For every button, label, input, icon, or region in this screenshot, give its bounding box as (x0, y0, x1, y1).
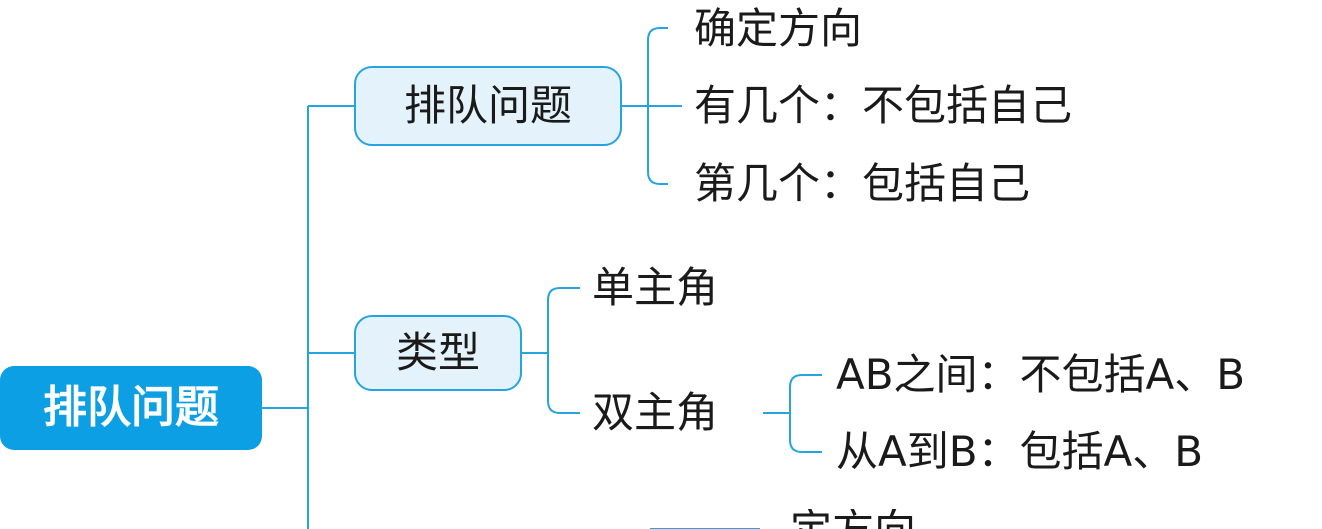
leaf-cut-off: 定方向 (790, 509, 916, 529)
branch-types-node[interactable]: 类型 (354, 315, 522, 391)
leaf-from-a-to-b: 从A到B：包括A、B (836, 427, 1204, 476)
root-node[interactable]: 排队问题 (0, 366, 262, 450)
leaf-direction: 确定方向 (694, 4, 863, 53)
leaf-double-protagonist: 双主角 (592, 388, 719, 437)
leaf-how-many: 有几个：不包括自己 (694, 81, 1073, 130)
connector-types-bracket (547, 287, 580, 414)
leaf-between-ab: AB之间：不包括A、B (836, 350, 1246, 399)
leaf-which-position: 第几个：包括自己 (694, 159, 1031, 208)
root-node-label: 排队问题 (43, 382, 219, 433)
branch-types-label: 类型 (395, 328, 480, 377)
connector-double-bracket (789, 374, 822, 453)
branch-queue-label: 排队问题 (403, 81, 572, 130)
leaf-single-protagonist: 单主角 (592, 263, 719, 312)
branch-queue-node[interactable]: 排队问题 (354, 66, 622, 146)
